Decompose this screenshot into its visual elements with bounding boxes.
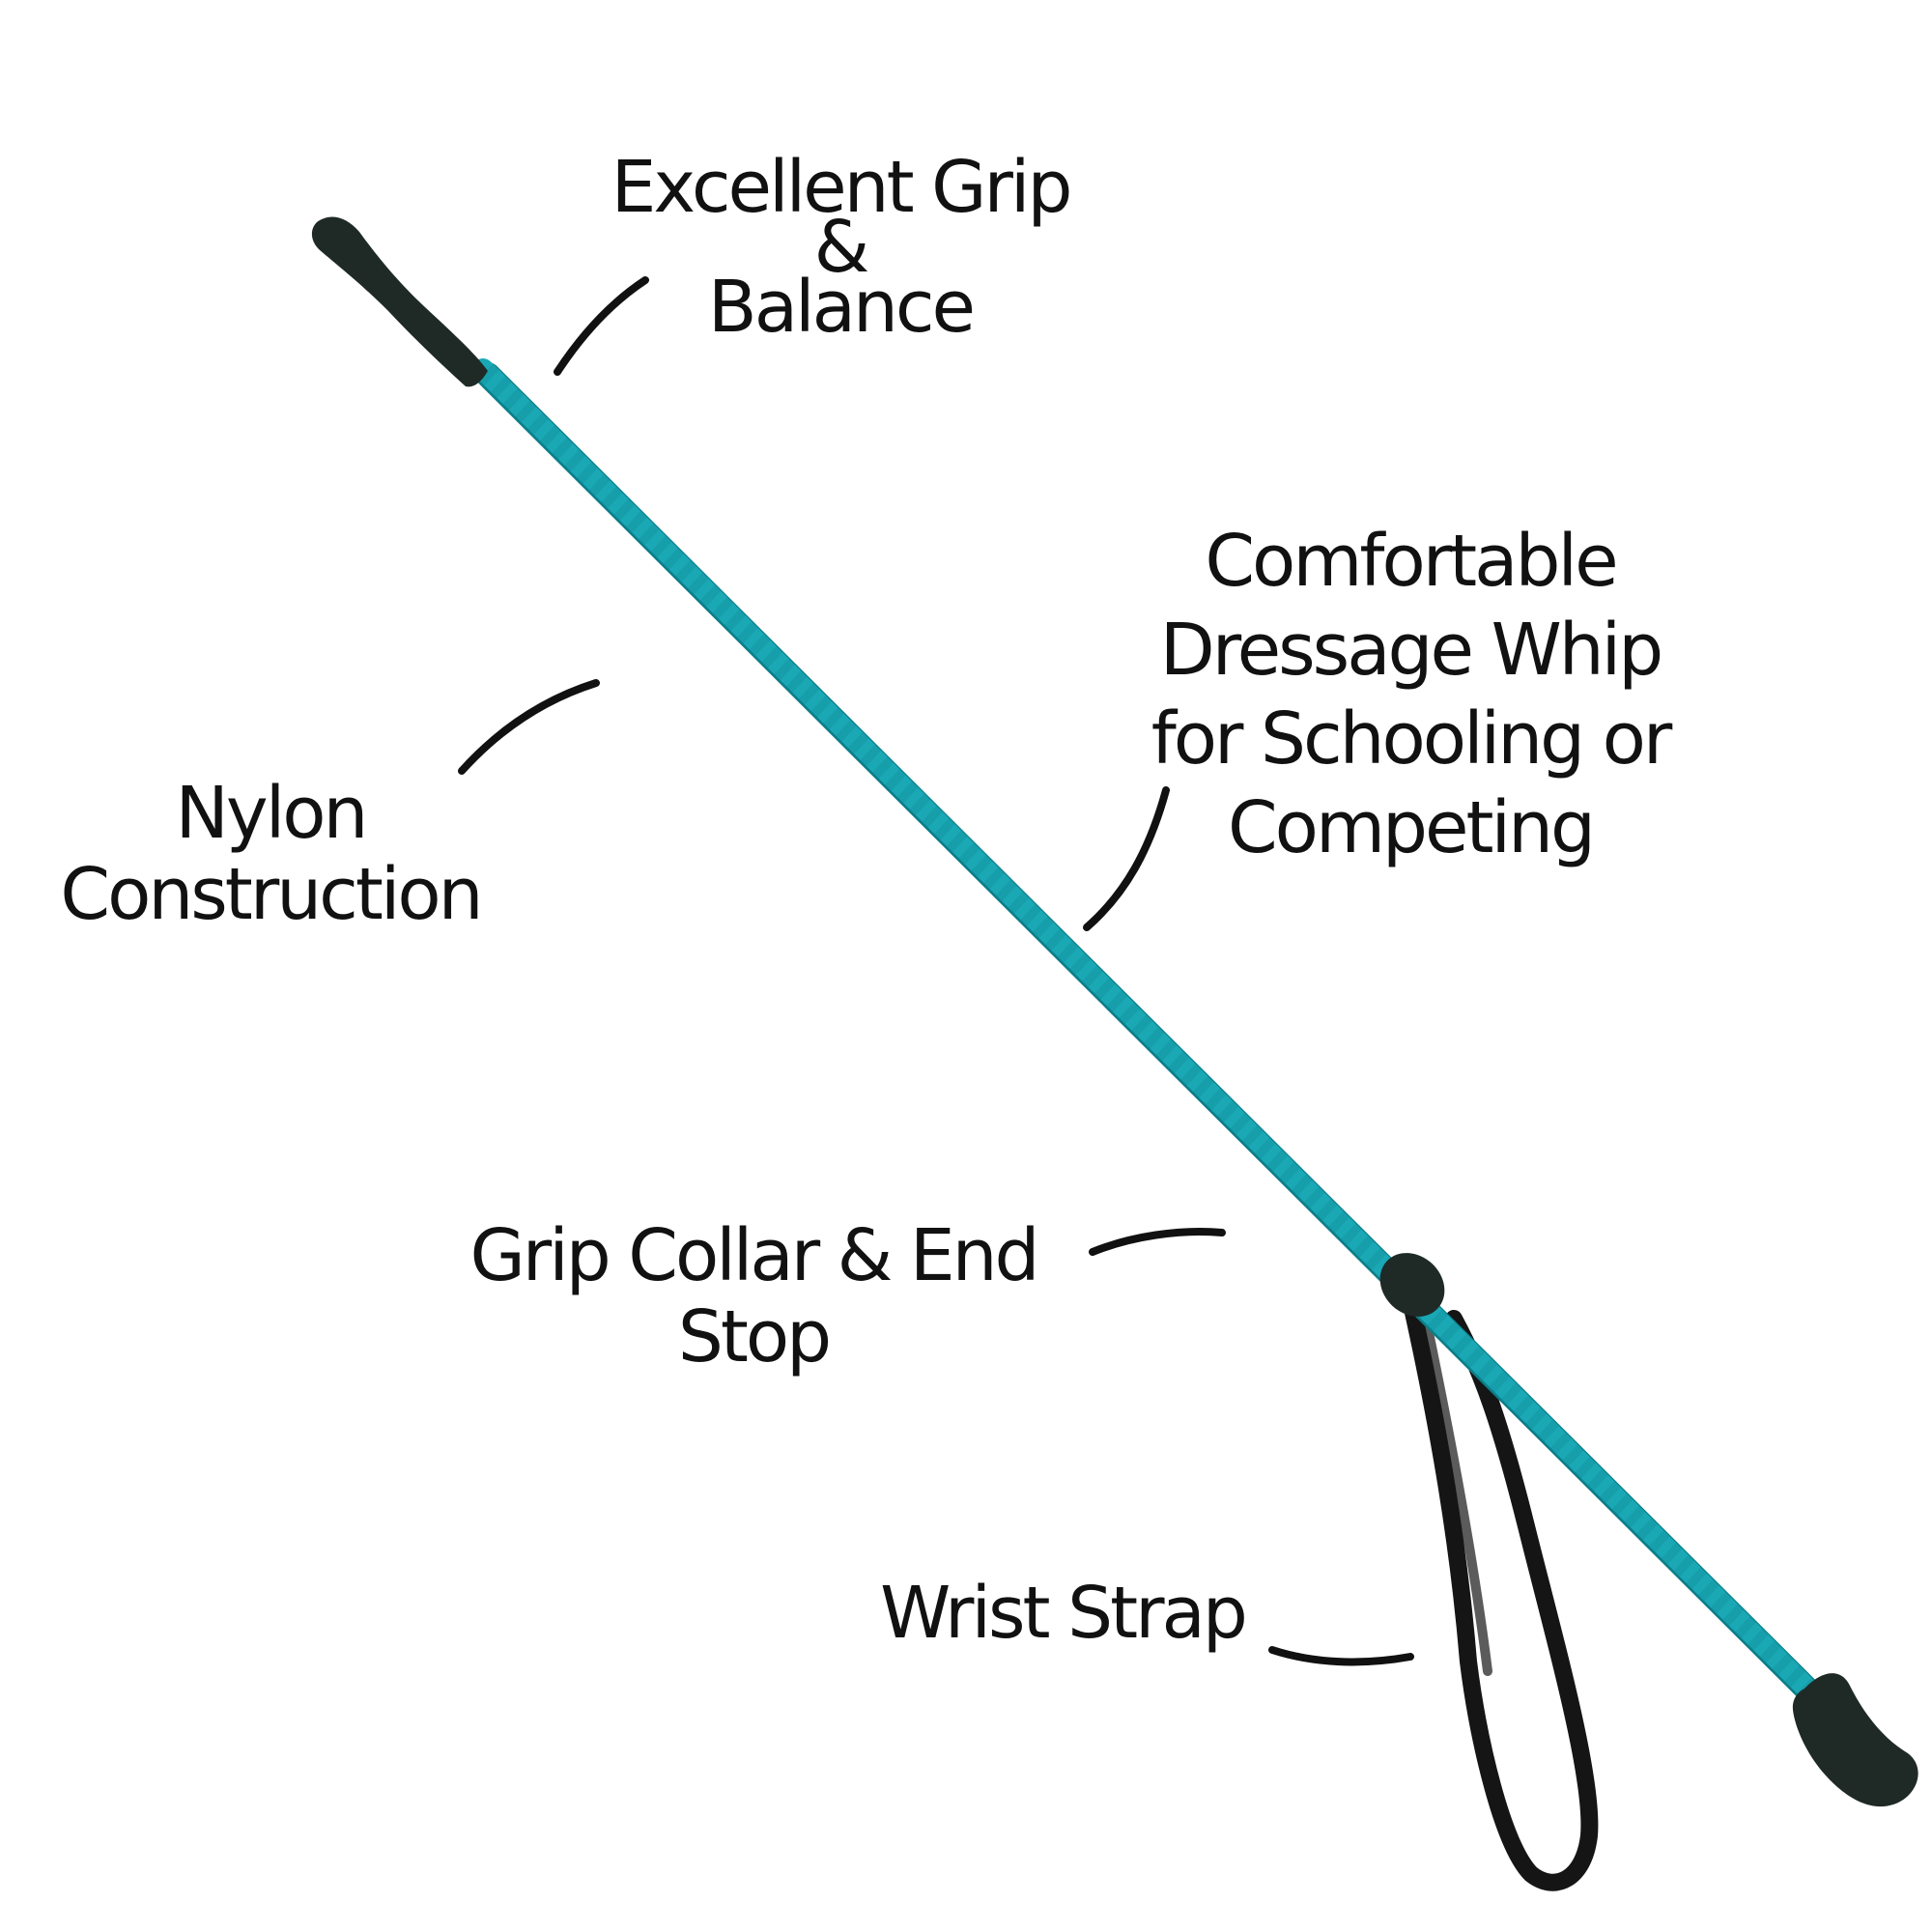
leader-line (1089, 1227, 1226, 1256)
label-dressage: Comfortable Dressage Whip for Schooling … (1092, 517, 1729, 872)
label-nylon: Nylon Construction (19, 773, 522, 935)
leader-line (458, 679, 600, 775)
leader-line (1083, 786, 1170, 931)
label-nylon-line1: Nylon (175, 772, 369, 855)
label-collar: Grip Collar & End Stop (425, 1215, 1082, 1378)
end-stop (1792, 1673, 1918, 1807)
label-grip-balance-line2: & (813, 206, 870, 289)
wrist-strap (1402, 1291, 1599, 1891)
label-dressage-line2: Dressage Whip (1159, 609, 1663, 692)
label-dressage-line1: Comfortable (1205, 520, 1618, 603)
leader-line (1268, 1646, 1414, 1666)
label-nylon-line2: Construction (60, 853, 483, 936)
whip-shaft-weave (475, 361, 1838, 1719)
label-collar-line1: Grip Collar & End (469, 1214, 1039, 1297)
wrist-strap-inner (1420, 1309, 1492, 1676)
label-wrist-strap: Wrist Strap (850, 1573, 1275, 1654)
label-grip-balance: Excellent Grip & Balance (551, 147, 1130, 348)
label-dressage-line4: Competing (1228, 786, 1596, 869)
label-grip-balance-line1: Excellent Grip (611, 146, 1073, 229)
label-dressage-line3: for Schooling or (1151, 697, 1673, 781)
label-collar-line2: Stop (677, 1295, 832, 1378)
label-wrist-strap-line1: Wrist Strap (880, 1572, 1248, 1655)
leader-line (554, 276, 649, 376)
grip-collar (1379, 1253, 1445, 1317)
whip-tip (311, 216, 488, 387)
label-grip-balance-line3: Balance (707, 266, 976, 349)
